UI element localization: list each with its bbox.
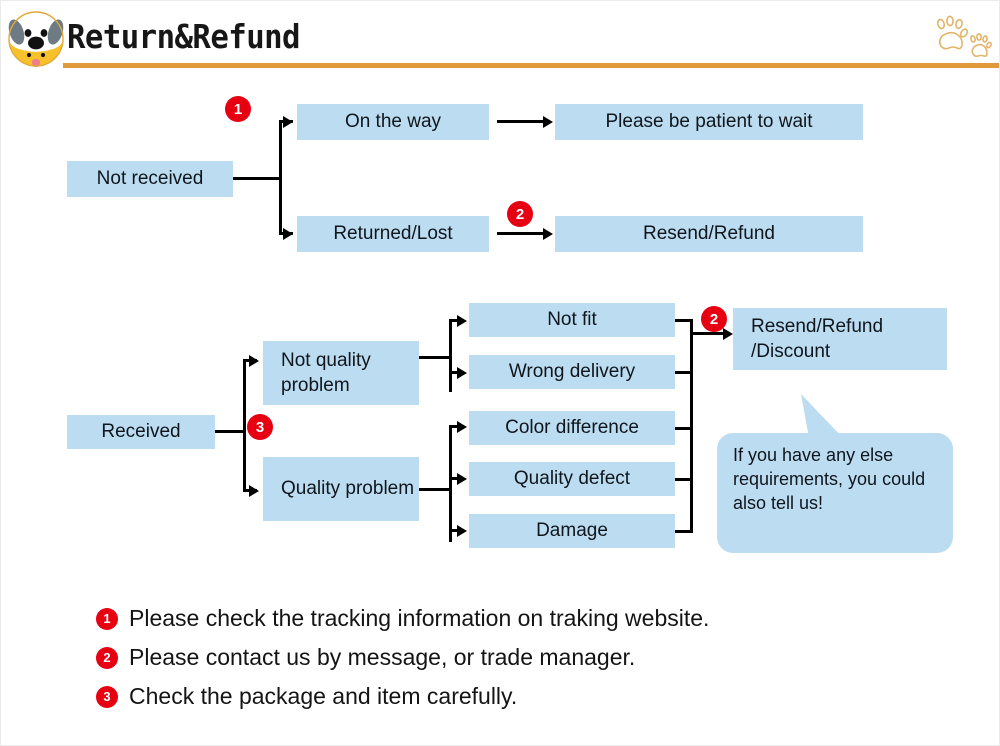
connector-nq-trunk	[449, 320, 452, 392]
node-returned-lost[interactable]: Returned/Lost	[297, 216, 489, 252]
page-title: Return&Refund	[67, 17, 301, 56]
badge-1-not-received: 1	[225, 96, 251, 122]
node-wrong-delivery[interactable]: Wrong delivery	[469, 355, 675, 389]
speech-bubble: If you have any else requirements, you c…	[717, 433, 953, 553]
node-received[interactable]: Received	[67, 415, 215, 449]
arrow-to-quality	[249, 485, 259, 497]
arrow-to-on-the-way	[283, 116, 293, 128]
legend-text-3: Check the package and item carefully.	[129, 683, 518, 709]
legend-badge-1: 1	[96, 607, 118, 630]
node-color-difference[interactable]: Color difference	[469, 411, 675, 445]
connector-merge-bus	[690, 319, 693, 533]
connector-nq-stem	[419, 356, 451, 359]
connector-q-to-damage	[449, 529, 461, 532]
legend-text-2: Please contact us by message, or trade m…	[129, 644, 636, 670]
connector-q-stem	[419, 488, 451, 491]
node-not-received[interactable]: Not received	[67, 161, 233, 197]
connector-q-to-color-difference	[449, 425, 461, 428]
speech-bubble-tail	[801, 394, 843, 438]
arrow-to-color-difference	[457, 421, 467, 433]
node-resend-refund-discount[interactable]: Resend/Refund /Discount	[733, 308, 947, 370]
legend-badge-2: 2	[96, 646, 118, 669]
connector-q-trunk	[449, 426, 452, 542]
paw-prints-icon	[936, 15, 993, 58]
legend-item-2: 2 Please contact us by message, or trade…	[96, 638, 926, 677]
arrow-to-not-fit	[457, 315, 467, 327]
connector-merge-quality-defect	[675, 478, 693, 481]
connector-received-stem	[215, 430, 245, 433]
connector-on-the-way-out	[497, 120, 545, 123]
connector-merge-out	[690, 332, 728, 335]
connector-returned-lost-out	[497, 232, 545, 235]
arrow-to-quality-defect	[457, 473, 467, 485]
arrow-to-returned-lost	[283, 228, 293, 240]
connector-nq-to-not-fit	[449, 319, 461, 322]
outcome-line-1: Resend/Refund	[751, 315, 884, 337]
badge-2-received-outcome: 2	[701, 306, 727, 332]
connector-trunk	[279, 121, 282, 235]
node-on-the-way[interactable]: On the way	[297, 104, 489, 140]
node-damage[interactable]: Damage	[469, 514, 675, 548]
legend-item-3: 3 Check the package and item carefully.	[96, 677, 926, 716]
arrow-to-damage	[457, 525, 467, 537]
node-quality-problem[interactable]: Quality problem	[263, 457, 419, 521]
legend: 1 Please check the tracking information …	[96, 599, 926, 716]
arrow-to-resend-refund	[543, 228, 553, 240]
node-please-be-patient[interactable]: Please be patient to wait	[555, 104, 863, 140]
legend-badge-3: 3	[96, 685, 118, 708]
header: Return&Refund	[1, 1, 999, 81]
legend-item-1: 1 Please check the tracking information …	[96, 599, 926, 638]
header-divider	[63, 63, 999, 68]
legend-text-1: Please check the tracking information on…	[129, 605, 710, 631]
arrow-to-not-quality	[249, 355, 259, 367]
arrow-to-be-patient	[543, 116, 553, 128]
connector-merge-wrong-delivery	[675, 371, 693, 374]
arrow-to-wrong-delivery	[457, 367, 467, 379]
dog-face-icon	[8, 11, 64, 67]
node-not-fit[interactable]: Not fit	[469, 303, 675, 337]
connector-merge-color-difference	[675, 427, 693, 430]
node-not-quality-problem[interactable]: Not quality problem	[263, 341, 419, 405]
badge-2-returned-lost: 2	[507, 201, 533, 227]
connector-merge-not-fit	[675, 319, 693, 322]
connector-root-stem	[233, 177, 281, 180]
connector-nq-to-wrong-delivery	[449, 371, 461, 374]
node-quality-defect[interactable]: Quality defect	[469, 462, 675, 496]
badge-3-received: 3	[247, 414, 273, 440]
arrow-to-resend-refund-discount	[723, 328, 733, 340]
node-resend-refund[interactable]: Resend/Refund	[555, 216, 863, 252]
outcome-line-2: /Discount	[751, 341, 831, 362]
connector-received-trunk	[243, 360, 246, 492]
connector-merge-damage	[675, 530, 693, 533]
connector-q-to-quality-defect	[449, 477, 461, 480]
